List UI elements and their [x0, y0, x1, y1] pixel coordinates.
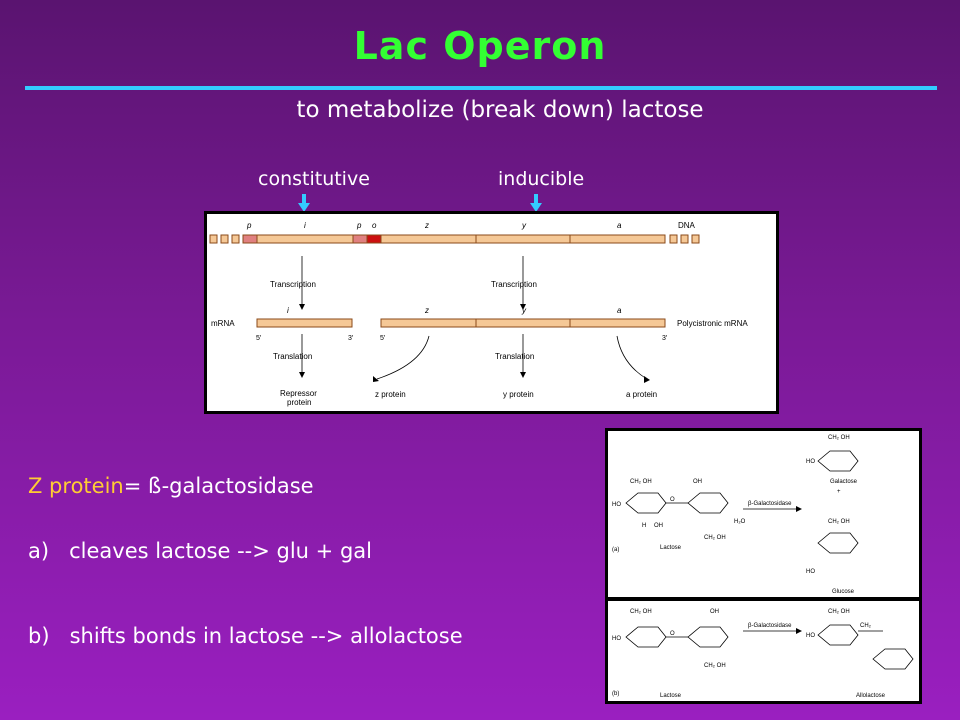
oh-b1: OH	[710, 609, 719, 615]
ho-glc: HO	[806, 569, 815, 575]
allolactose-label: Allolactose	[856, 693, 886, 699]
point-a-text: cleaves lactose --> glu + gal	[69, 539, 372, 563]
point-a: a) cleaves lactose --> glu + gal	[28, 539, 372, 563]
z-protein-meaning: = ß-galactosidase	[123, 474, 314, 498]
ch2-allo: CH₂	[860, 623, 872, 629]
point-b-letter: b)	[28, 624, 50, 648]
inducible-label: inducible	[498, 168, 585, 190]
mrna-label-a: a	[617, 306, 622, 315]
h-a1: H	[642, 523, 646, 529]
gene-label-o: o	[372, 221, 377, 230]
ho-b1: HO	[612, 636, 621, 642]
hydrolysis-svg: CH₂ OH OH HO O CH₂ OH H OH β-Galactosida…	[612, 435, 859, 595]
constitutive-arrow-icon	[298, 203, 310, 212]
ho-gal: HO	[806, 459, 815, 465]
three-prime-1: 3′	[348, 335, 354, 342]
lactose-rings-a	[625, 450, 859, 554]
title-divider	[25, 86, 937, 90]
point-b-text: shifts bonds in lactose --> allolactose	[69, 624, 463, 648]
o-link-b: O	[670, 631, 675, 637]
repressor-label-2: protein	[287, 398, 311, 407]
z-protein-term: Z protein	[28, 474, 124, 498]
slide-subtitle: to metabolize (break down) lactose	[296, 97, 704, 123]
galactose-label: Galactose	[830, 479, 858, 485]
z-protein-definition: Z protein= ß-galactosidase	[28, 474, 314, 498]
reaction-arrow-b-icon	[796, 628, 802, 634]
constitutive-label: constitutive	[258, 168, 370, 190]
part-a-label: (a)	[612, 547, 619, 553]
glucose-label: Glucose	[832, 589, 855, 595]
gene-label-p2: p	[356, 221, 362, 230]
slide-title: Lac Operon	[353, 24, 607, 68]
arrowhead-icons	[299, 304, 650, 383]
point-a-letter: a)	[28, 539, 50, 563]
enzyme-label-b: β-Galactosidase	[748, 623, 792, 629]
translation-label-1: Translation	[273, 352, 312, 361]
inducible-arrow-icon	[530, 203, 542, 212]
ch2oh-glc: CH₂ OH	[828, 519, 850, 525]
oh-a1: OH	[693, 479, 702, 485]
a-protein-label: a protein	[626, 390, 657, 399]
dna-strand	[209, 234, 700, 244]
operon-diagram: p i p o z y a DNA	[204, 211, 779, 414]
ch2oh-b2: CH₂ OH	[704, 663, 726, 669]
mrna-label: mRNA	[211, 319, 235, 328]
plus-sign: +	[837, 489, 841, 495]
reaction-arrow-icon	[796, 506, 802, 512]
repressor-label-1: Repressor	[280, 389, 317, 398]
oh-a2: OH	[654, 523, 663, 529]
operon-svg: p i p o z y a DNA	[209, 221, 748, 407]
lactose-rings-b	[625, 624, 914, 670]
transcription-arrows	[301, 256, 648, 380]
enzyme-label-a: β-Galactosidase	[748, 501, 792, 507]
polycistronic-label: Polycistronic mRNA	[677, 319, 748, 328]
ho-a1: HO	[612, 502, 621, 508]
inducible-arrow-shaft	[534, 194, 538, 204]
isomerization-diagram: CH₂ OH OH HO O CH₂ OH β-Galactosidase CH…	[605, 598, 922, 704]
dna-label: DNA	[678, 221, 696, 230]
hydrolysis-diagram: CH₂ OH OH HO O CH₂ OH H OH β-Galactosida…	[605, 428, 922, 600]
gene-label-z: z	[424, 221, 429, 230]
transcription-label-2: Transcription	[491, 280, 537, 289]
lactose-label-a: Lactose	[660, 545, 682, 551]
ch2oh-a2: CH₂ OH	[704, 535, 726, 541]
gene-label-p1: p	[246, 221, 252, 230]
lactose-label-b: Lactose	[660, 693, 682, 699]
ch2oh-allo: CH₂ OH	[828, 609, 850, 615]
part-b-label: (b)	[612, 691, 619, 697]
five-prime-2: 5′	[380, 335, 386, 342]
mrna-label-z: z	[424, 306, 429, 315]
three-prime-2: 3′	[662, 335, 668, 342]
mrna-label-y: y	[521, 306, 527, 315]
mrna-strands	[256, 318, 666, 328]
constitutive-arrow-shaft	[302, 194, 306, 204]
gene-label-i: i	[304, 221, 306, 230]
point-b: b) shifts bonds in lactose --> allolacto…	[28, 624, 463, 648]
ch2oh-a1: CH₂ OH	[630, 479, 652, 485]
mrna-label-i: i	[287, 306, 289, 315]
five-prime-1: 5′	[256, 335, 262, 342]
y-protein-label: y protein	[503, 390, 534, 399]
gene-label-a: a	[617, 221, 622, 230]
transcription-label-1: Transcription	[270, 280, 316, 289]
z-protein-label: z protein	[375, 390, 406, 399]
ch2oh-gal: CH₂ OH	[828, 435, 850, 441]
water-label: H₂O	[734, 519, 746, 525]
translation-label-2: Translation	[495, 352, 534, 361]
isomerization-svg: CH₂ OH OH HO O CH₂ OH β-Galactosidase CH…	[612, 609, 914, 699]
ho-allo: HO	[806, 633, 815, 639]
o-link-a: O	[670, 497, 675, 503]
ch2oh-b1: CH₂ OH	[630, 609, 652, 615]
gene-label-y: y	[521, 221, 527, 230]
